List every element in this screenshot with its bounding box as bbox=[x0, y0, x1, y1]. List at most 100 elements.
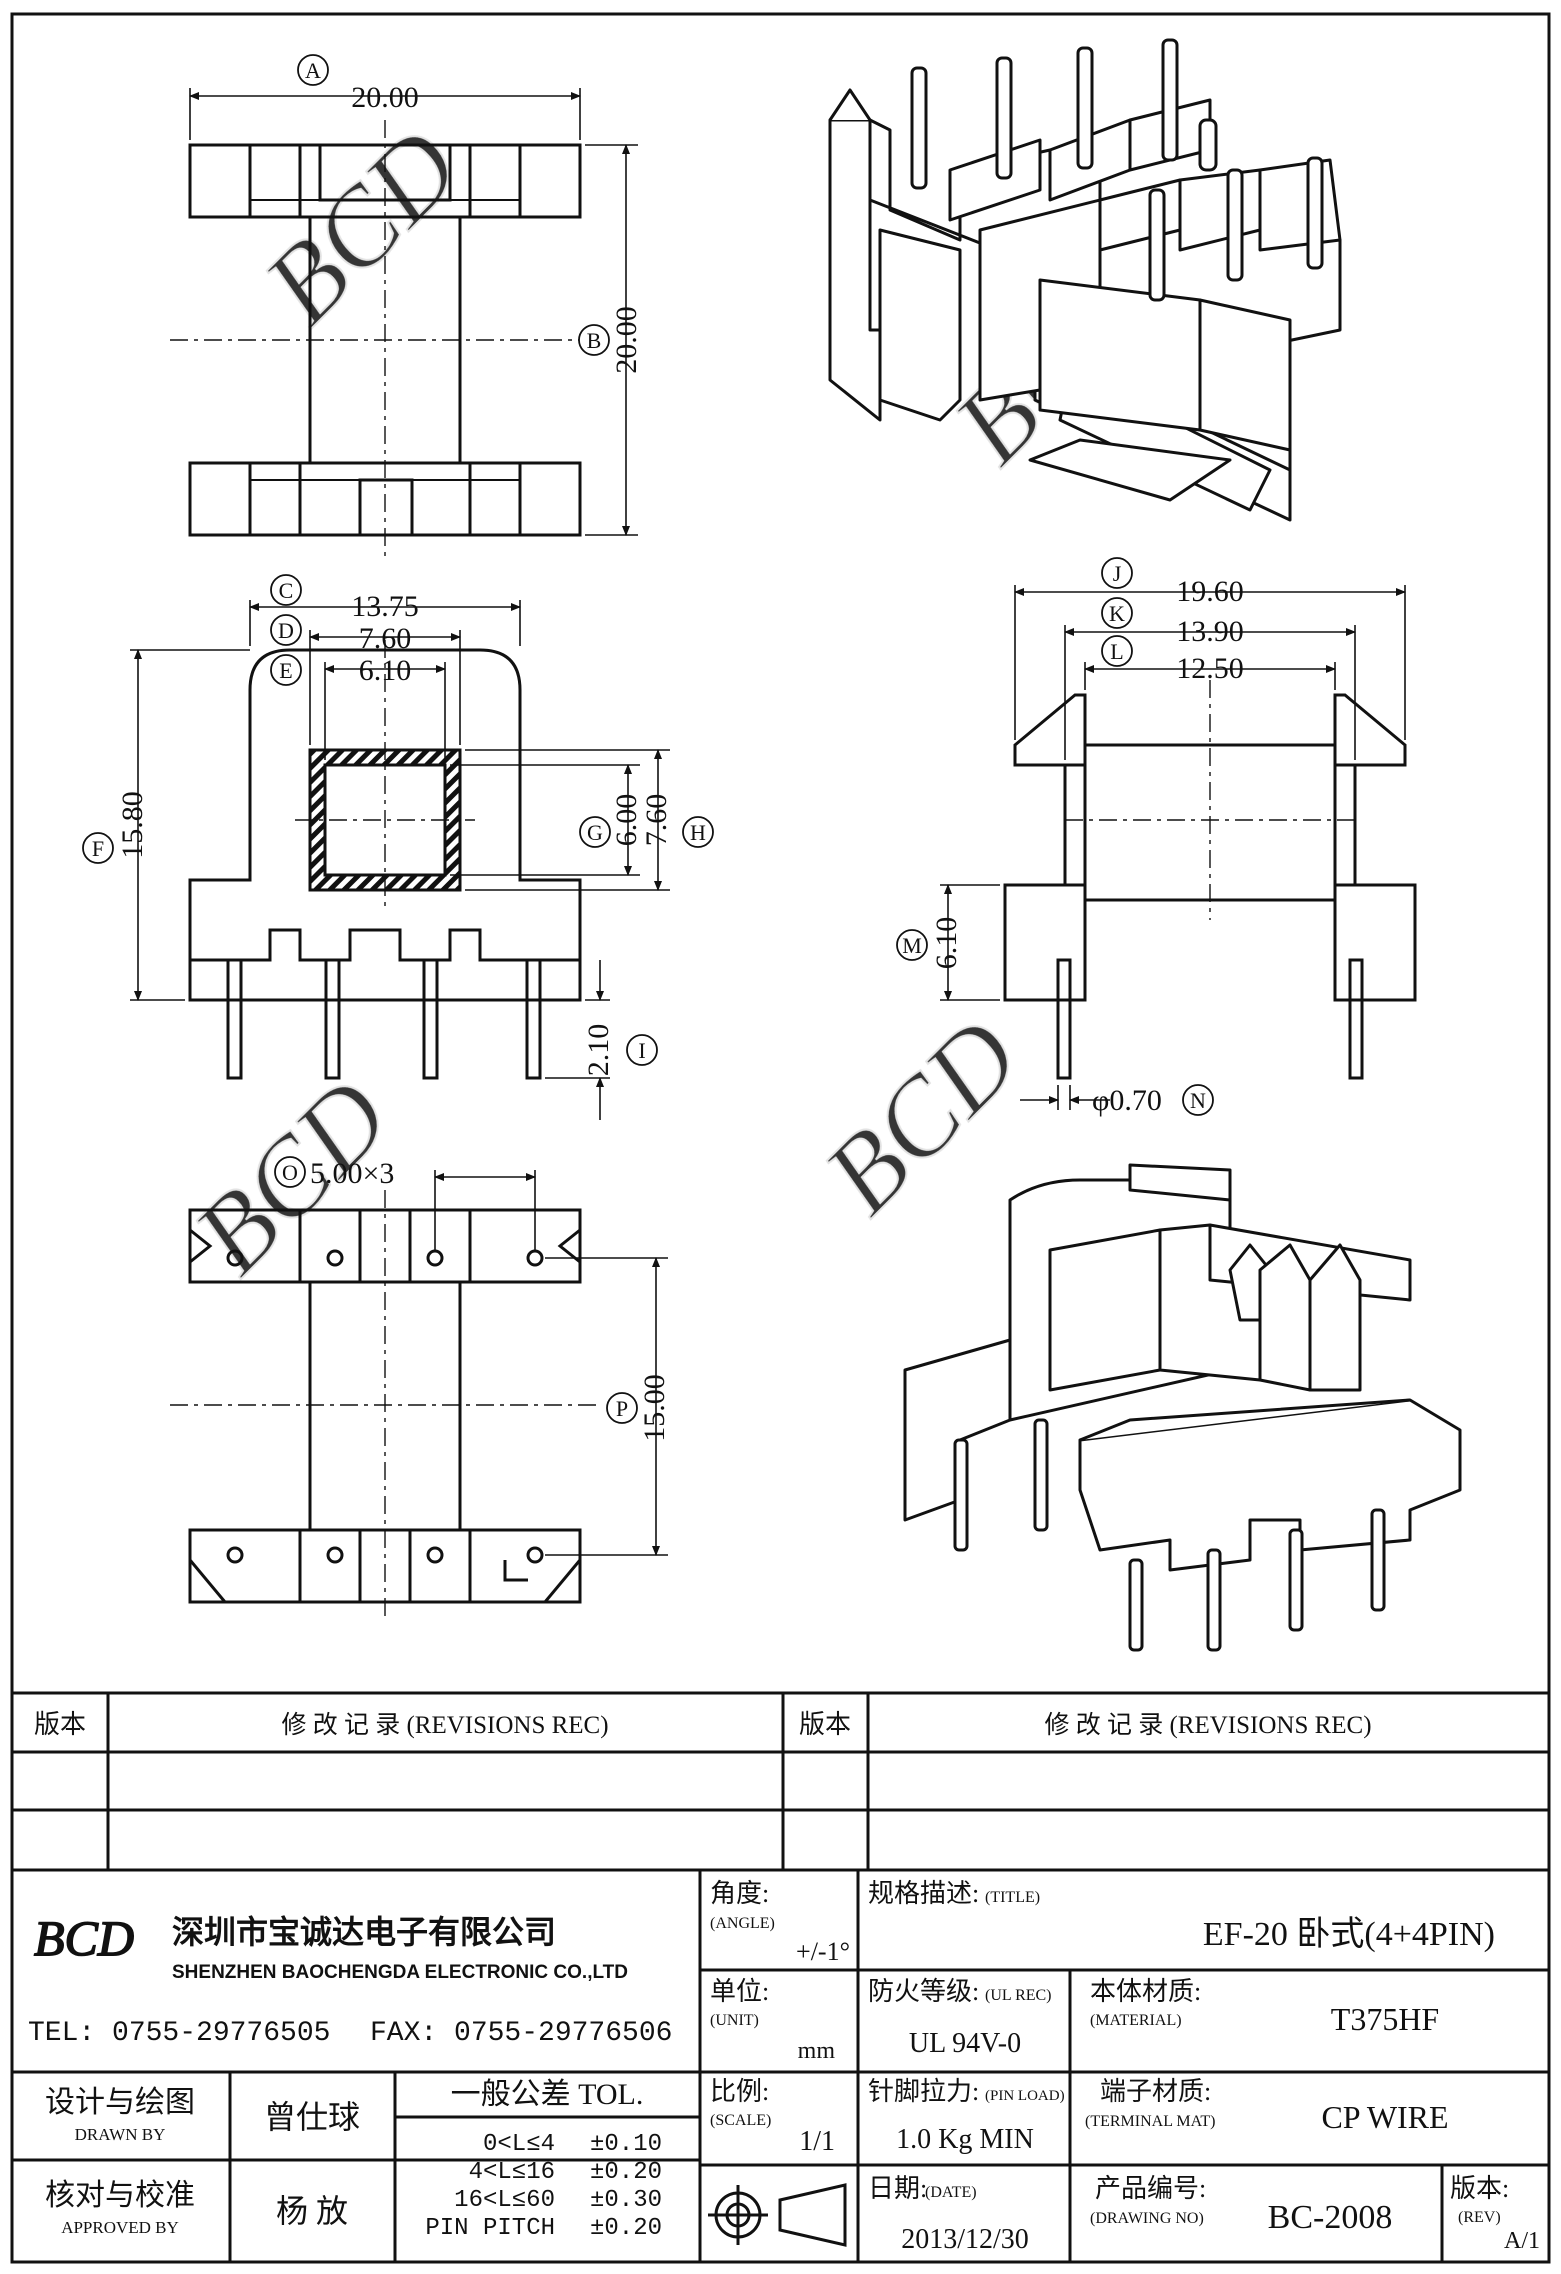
svg-text:6.10: 6.10 bbox=[930, 917, 963, 970]
svg-text:±0.20: ±0.20 bbox=[590, 2215, 662, 2242]
dim-I: I 2.10 bbox=[582, 1024, 658, 1077]
svg-text:12.50: 12.50 bbox=[1176, 652, 1244, 685]
svg-text:±0.10: ±0.10 bbox=[590, 2131, 662, 2158]
angle-cell: 角度: (ANGLE) +/-1° bbox=[710, 1879, 850, 1966]
svg-text:O: O bbox=[282, 1160, 298, 1185]
svg-text:单位:: 单位: bbox=[710, 1977, 769, 2006]
svg-text:(PIN LOAD): (PIN LOAD) bbox=[985, 2088, 1065, 2104]
dim-A: A 20.00 bbox=[297, 54, 419, 114]
material-cell: 本体材质: (MATERIAL) T375HF bbox=[1090, 1977, 1439, 2037]
date-cell: 日期: (DATE) 2013/12/30 bbox=[868, 2174, 1029, 2255]
approved-by-cell: 核对与校准 APPROVED BY 杨 放 bbox=[45, 2179, 348, 2237]
projection-symbol bbox=[708, 2183, 847, 2247]
svg-text:A/1: A/1 bbox=[1504, 2228, 1540, 2254]
svg-text:N: N bbox=[1190, 1088, 1206, 1113]
dim-B: B 20.00 bbox=[578, 306, 643, 374]
svg-text:M: M bbox=[902, 933, 922, 958]
svg-text:日期:: 日期: bbox=[868, 2174, 927, 2203]
svg-text:版本:: 版本: bbox=[1450, 2174, 1509, 2203]
svg-text:K: K bbox=[1109, 601, 1125, 626]
svg-text:mm: mm bbox=[798, 2038, 836, 2064]
svg-text:规格描述:: 规格描述: bbox=[868, 1879, 979, 1908]
dim-G: G 6.00 bbox=[579, 794, 643, 848]
svg-text:A: A bbox=[305, 58, 321, 83]
dim-D: D 7.60 bbox=[270, 614, 411, 655]
svg-text:(UL REC): (UL REC) bbox=[985, 1987, 1052, 2004]
svg-text:FAX: 0755-29776506: FAX: 0755-29776506 bbox=[370, 2018, 672, 2049]
svg-text:C: C bbox=[279, 578, 294, 603]
dim-H: H 7.60 bbox=[640, 794, 714, 848]
drawn-by-cell: 设计与绘图 DRAWN BY 曾仕球 bbox=[45, 2086, 360, 2144]
bottom-view bbox=[188, 1208, 582, 1604]
dim-K: K 13.90 bbox=[1101, 597, 1244, 648]
svg-text:(TITLE): (TITLE) bbox=[985, 1889, 1040, 1906]
svg-text:+/-1°: +/-1° bbox=[796, 1937, 850, 1966]
scale-cell: 比例: (SCALE) 1/1 bbox=[710, 2077, 835, 2157]
svg-text:15.80: 15.80 bbox=[116, 791, 149, 859]
svg-text:19.60: 19.60 bbox=[1176, 575, 1244, 608]
svg-text:一般公差 TOL.: 一般公差 TOL. bbox=[451, 2078, 644, 2111]
svg-text:2.10: 2.10 bbox=[582, 1024, 615, 1077]
svg-text:端子材质:: 端子材质: bbox=[1100, 2077, 1211, 2106]
svg-text:(SCALE): (SCALE) bbox=[710, 2112, 771, 2129]
svg-text:D: D bbox=[278, 618, 294, 643]
svg-text:±0.20: ±0.20 bbox=[590, 2159, 662, 2186]
svg-text:J: J bbox=[1113, 561, 1122, 586]
svg-text:L: L bbox=[1110, 639, 1123, 664]
svg-text:防火等级:: 防火等级: bbox=[868, 1977, 979, 2006]
svg-text:φ0.70: φ0.70 bbox=[1092, 1084, 1162, 1117]
iso-view-pins-down bbox=[903, 1163, 1462, 1652]
svg-text:I: I bbox=[638, 1038, 645, 1063]
svg-text:0<L≤4: 0<L≤4 bbox=[483, 2131, 555, 2158]
svg-text:TEL: 0755-29776505: TEL: 0755-29776505 bbox=[28, 2018, 330, 2049]
svg-text:修 改 记 录 (REVISIONS REC): 修 改 记 录 (REVISIONS REC) bbox=[281, 1711, 608, 1739]
svg-text:EF-20 卧式(4+4PIN): EF-20 卧式(4+4PIN) bbox=[1203, 1916, 1495, 1953]
svg-text:G: G bbox=[587, 820, 603, 845]
svg-text:PIN PITCH: PIN PITCH bbox=[425, 2215, 555, 2242]
svg-text:版本: 版本 bbox=[799, 1710, 851, 1739]
svg-text:16<L≤60: 16<L≤60 bbox=[454, 2187, 555, 2214]
svg-text:SHENZHEN BAOCHENGDA ELECTRONIC: SHENZHEN BAOCHENGDA ELECTRONIC CO.,LTD bbox=[172, 1962, 628, 1983]
svg-text:(DATE): (DATE) bbox=[925, 2184, 977, 2201]
svg-text:1.0 Kg MIN: 1.0 Kg MIN bbox=[896, 2124, 1034, 2155]
svg-text:13.75: 13.75 bbox=[351, 590, 419, 623]
svg-text:1/1: 1/1 bbox=[799, 2126, 835, 2157]
rev-cell: 版本: (REV) A/1 bbox=[1450, 2174, 1540, 2254]
dim-E: E 6.10 bbox=[270, 654, 412, 687]
svg-text:UL 94V-0: UL 94V-0 bbox=[909, 2028, 1021, 2059]
terminal-cell: 端子材质: (TERMINAL MAT) CP WIRE bbox=[1085, 2077, 1449, 2135]
svg-text:15.00: 15.00 bbox=[638, 1374, 671, 1442]
svg-text:F: F bbox=[92, 836, 104, 861]
svg-text:本体材质:: 本体材质: bbox=[1090, 1977, 1201, 2006]
svg-text:(MATERIAL): (MATERIAL) bbox=[1090, 2012, 1182, 2029]
svg-text:BCD: BCD bbox=[241, 105, 483, 347]
tolerance-table: 一般公差 TOL. 0<L≤4 ±0.10 4<L≤16 ±0.20 16<L≤… bbox=[425, 2078, 662, 2242]
svg-text:BCD: BCD bbox=[801, 995, 1043, 1237]
svg-text:设计与绘图: 设计与绘图 bbox=[45, 2086, 195, 2119]
dim-P: P 15.00 bbox=[606, 1374, 671, 1442]
svg-text:20.00: 20.00 bbox=[610, 306, 643, 374]
svg-text:针脚拉力:: 针脚拉力: bbox=[868, 2077, 979, 2106]
svg-text:E: E bbox=[279, 658, 292, 683]
svg-text:(TERMINAL MAT): (TERMINAL MAT) bbox=[1085, 2113, 1216, 2130]
svg-text:4<L≤16: 4<L≤16 bbox=[469, 2159, 555, 2186]
iso-view-pins-up bbox=[828, 88, 1342, 522]
svg-text:CP WIRE: CP WIRE bbox=[1321, 2099, 1448, 2135]
dim-O: O 5.00×3 bbox=[274, 1156, 394, 1190]
svg-text:BC-2008: BC-2008 bbox=[1268, 2199, 1393, 2236]
pin-load-cell: 针脚拉力: (PIN LOAD) 1.0 Kg MIN bbox=[868, 2077, 1065, 2155]
svg-text:13.90: 13.90 bbox=[1176, 615, 1244, 648]
svg-text:P: P bbox=[616, 1396, 628, 1421]
svg-text:版本: 版本 bbox=[34, 1710, 86, 1739]
svg-text:杨 放: 杨 放 bbox=[276, 2193, 348, 2229]
dim-M: M 6.10 bbox=[896, 917, 963, 970]
svg-text:6.10: 6.10 bbox=[359, 654, 412, 687]
svg-text:比例:: 比例: bbox=[710, 2077, 769, 2106]
svg-text:±0.30: ±0.30 bbox=[590, 2187, 662, 2214]
svg-text:2013/12/30: 2013/12/30 bbox=[901, 2224, 1029, 2255]
svg-text:深圳市宝诚达电子有限公司: 深圳市宝诚达电子有限公司 bbox=[172, 1914, 556, 1950]
revision-table: 版本 修 改 记 录 (REVISIONS REC) 版本 修 改 记 录 (R… bbox=[34, 1710, 1372, 1739]
svg-text:(UNIT): (UNIT) bbox=[710, 2012, 759, 2029]
svg-text:(ANGLE): (ANGLE) bbox=[710, 1915, 775, 1932]
